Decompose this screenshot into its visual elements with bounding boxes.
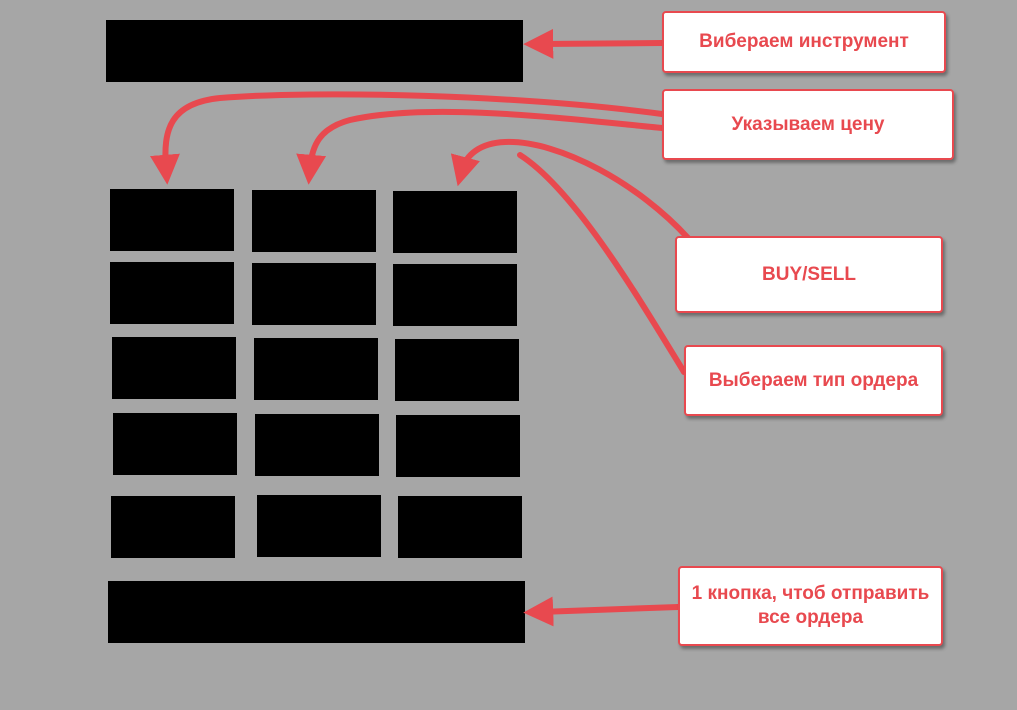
arrow-ordertype-col3 <box>517 152 687 375</box>
grid-cell-r4-c3 <box>396 415 520 477</box>
grid-cell-r1-c3 <box>393 191 517 253</box>
callout-buy-sell: BUY/SELL <box>675 236 943 313</box>
callout-price: Указываем цену <box>662 89 954 160</box>
grid-cell-r2-c2 <box>252 263 376 325</box>
grid-cell-r4-c2 <box>255 414 379 476</box>
grid-cell-r5-c1 <box>111 496 235 558</box>
grid-cell-r3-c1 <box>112 337 236 399</box>
grid-cell-r5-c2 <box>257 495 381 557</box>
instrument-selector-redacted <box>106 20 523 82</box>
arrow-send-all <box>523 596 681 627</box>
grid-cell-r3-c3 <box>395 339 519 401</box>
callout-instrument-text: Виберaем инструмент <box>699 31 909 52</box>
grid-cell-r2-c3 <box>393 264 517 326</box>
grid-cell-r3-c2 <box>254 338 378 400</box>
arrow-price-col1 <box>150 91 665 185</box>
arrow-price-col2 <box>296 108 665 185</box>
callout-send-all: 1 кнопка, чтоб отправить все ордера <box>678 566 943 646</box>
callout-price-text: Указываем цену <box>731 113 885 135</box>
grid-cell-r1-c1 <box>110 189 234 251</box>
callout-order-type: Выберaем тип ордера <box>684 345 943 416</box>
callout-instrument: Виберaем инструмент <box>662 11 946 73</box>
arrow-instrument <box>523 28 665 59</box>
grid-cell-r5-c3 <box>398 496 522 558</box>
grid-cell-r1-c2 <box>252 190 376 252</box>
callout-send-all-text: 1 кнопка, чтоб отправить все ордера <box>691 583 930 628</box>
grid-cell-r4-c1 <box>113 413 237 475</box>
callout-order-type-text: Выберaем тип ордера <box>708 369 919 391</box>
grid-cell-r2-c1 <box>110 262 234 324</box>
send-all-button-redacted <box>108 581 525 643</box>
callout-buy-sell-text: BUY/SELL <box>762 263 856 285</box>
